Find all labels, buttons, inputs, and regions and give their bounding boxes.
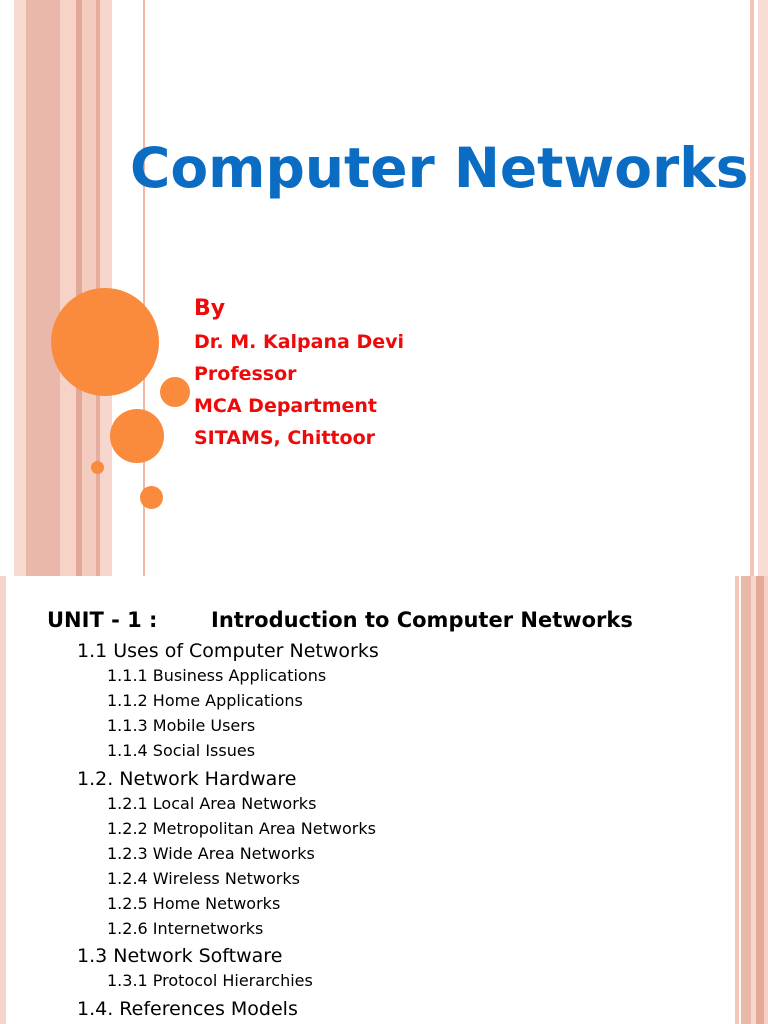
subsection-item: 1.2.3 Wide Area Networks <box>107 844 315 863</box>
decorative-stripe <box>26 0 60 576</box>
subsection-item: 1.1.4 Social Issues <box>107 741 256 760</box>
decorative-stripe <box>735 576 739 1024</box>
decorative-stripe <box>14 0 26 576</box>
author-institution: SITAMS, Chittoor <box>194 427 375 449</box>
decorative-stripe <box>143 0 145 576</box>
unit-title: Introduction to Computer Networks <box>211 608 633 632</box>
subsection-item: 1.1.1 Business Applications <box>107 666 327 685</box>
author-department: MCA Department <box>194 395 377 417</box>
decorative-circle <box>51 288 159 396</box>
decorative-stripe <box>764 576 768 1024</box>
syllabus-slide: UNIT - 1 : Introduction to Computer Netwo… <box>0 576 768 1024</box>
decorative-stripe <box>60 0 76 576</box>
unit-heading: UNIT - 1 : Introduction to Computer Netwo… <box>47 606 633 634</box>
decorative-circle <box>91 461 104 474</box>
slide-title: Computer Networks <box>130 136 749 200</box>
author-designation: Professor <box>194 363 297 385</box>
decorative-circle <box>160 377 190 407</box>
subsection-item: 1.2.2 Metropolitan Area Networks <box>107 819 376 838</box>
by-label: By <box>194 296 226 321</box>
subsection-item: 1.2.1 Local Area Networks <box>107 794 317 813</box>
decorative-stripe <box>741 576 751 1024</box>
decorative-stripe <box>756 576 764 1024</box>
section-heading: 1.3 Network Software <box>77 945 283 967</box>
decorative-stripe <box>758 0 768 576</box>
section-heading: 1.4. References Models <box>77 998 298 1020</box>
decorative-stripe <box>750 0 754 576</box>
subsection-item: 1.3.1 Protocol Hierarchies <box>107 971 313 990</box>
decorative-stripe <box>751 576 756 1024</box>
decorative-circle <box>140 486 163 509</box>
subsection-item: 1.1.2 Home Applications <box>107 691 303 710</box>
subsection-item: 1.2.5 Home Networks <box>107 894 281 913</box>
section-heading: 1.2. Network Hardware <box>77 768 297 790</box>
subsection-item: 1.1.3 Mobile Users <box>107 716 256 735</box>
decorative-circle <box>110 409 164 463</box>
author-name: Dr. M. Kalpana Devi <box>194 331 405 353</box>
section-heading: 1.1 Uses of Computer Networks <box>77 640 379 662</box>
decorative-stripe <box>82 0 96 576</box>
subsection-item: 1.2.6 Internetworks <box>107 919 264 938</box>
subsection-item: 1.2.4 Wireless Networks <box>107 869 300 888</box>
decorative-stripe <box>0 576 6 1024</box>
title-slide: Computer Networks By Dr. M. Kalpana Devi… <box>14 0 768 576</box>
author-block: By Dr. M. Kalpana Devi Professor MCA Dep… <box>194 292 404 454</box>
decorative-stripe <box>76 0 82 576</box>
unit-label: UNIT - 1 : <box>47 608 158 632</box>
